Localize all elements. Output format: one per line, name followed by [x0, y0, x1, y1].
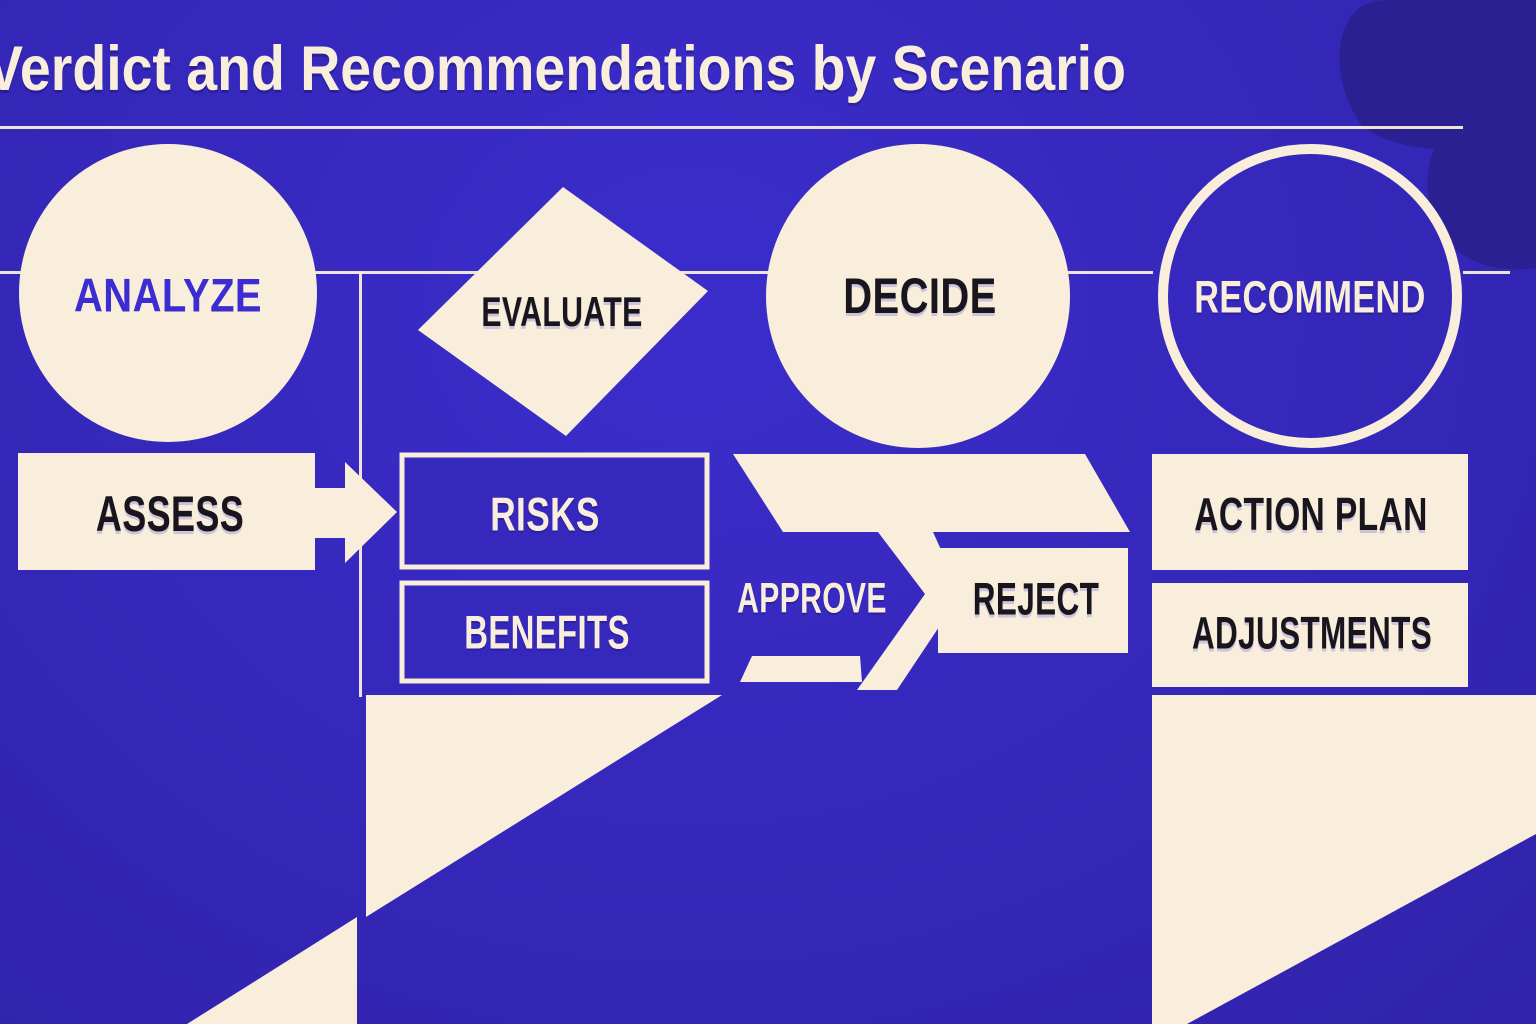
shape-accent-bottom-right: [1152, 695, 1536, 1024]
stage-label-analyze: ANALYZE: [74, 268, 262, 322]
triangle-accent-middle: [366, 695, 722, 917]
step-label-assess: ASSESS: [95, 486, 245, 542]
recommend-circle: [1158, 144, 1462, 448]
stage-label-recommend: RECOMMEND: [1194, 271, 1426, 323]
evaluate-diamond: [418, 187, 708, 436]
approve-arrow-icon: [857, 532, 961, 690]
triangle-accent-bottom-left: [187, 917, 357, 1024]
analyze-circle: [19, 144, 317, 442]
assess-box: [18, 453, 315, 570]
page-title: Verdict and Recommendations by Scenario: [0, 34, 1126, 104]
step-label-benefits: BENEFITS: [464, 605, 630, 659]
step-label-adjustments: ADJUSTMENTS: [1191, 607, 1433, 659]
adjustments-box: [1152, 583, 1468, 687]
step-label-reject: REJECT: [972, 573, 1100, 625]
benefits-box: [399, 580, 710, 684]
connector-line-horizontal-right: [1463, 271, 1510, 274]
stage-label-decide: DECIDE: [843, 268, 997, 324]
action-plan-box: [1152, 454, 1468, 570]
flow-band-top: [733, 454, 1130, 532]
step-label-approve: APPROVE: [737, 574, 887, 623]
risks-box: [399, 452, 710, 570]
title-divider-line: [0, 126, 1463, 129]
step-label-risks: RISKS: [490, 487, 600, 541]
arrow-right-icon: [313, 462, 397, 563]
person-silhouette: [1339, 0, 1536, 270]
stage-label-evaluate: EVALUATE: [481, 288, 643, 335]
decide-circle: [766, 144, 1070, 448]
reject-box: [938, 548, 1128, 653]
flow-band-bottom: [740, 656, 862, 682]
step-label-action-plan: ACTION PLAN: [1194, 488, 1428, 540]
